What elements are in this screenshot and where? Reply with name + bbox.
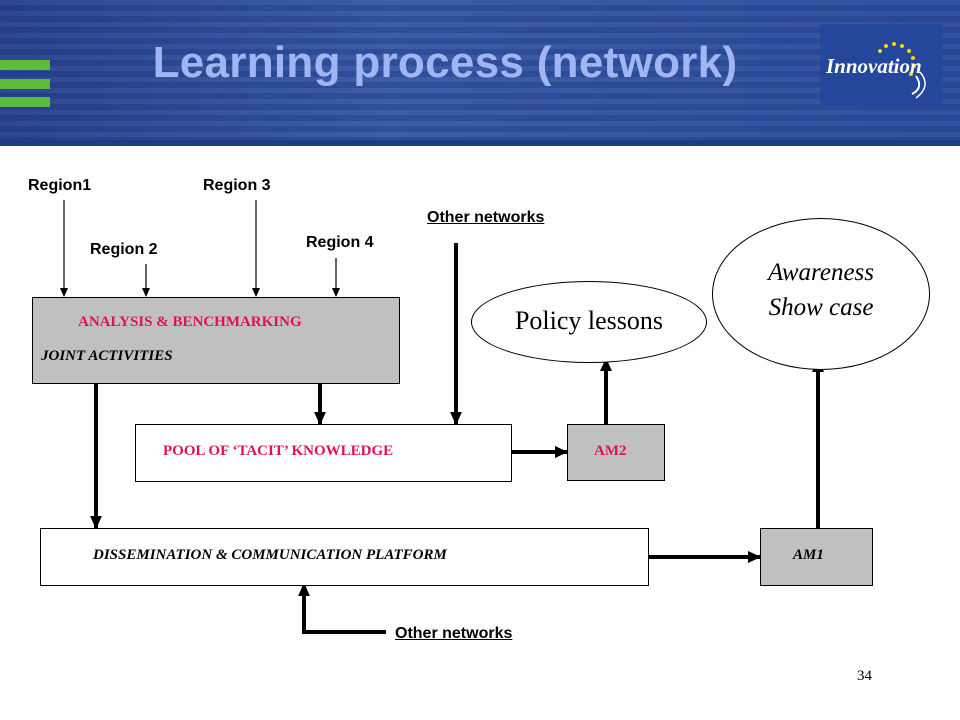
dissemination-text: DISSEMINATION & COMMUNICATION PLATFORM <box>93 547 447 563</box>
logo-stars-icon <box>878 42 926 99</box>
region3-label: Region 3 <box>203 177 271 194</box>
am1-box: AM1 <box>760 528 873 586</box>
logo-text: Innovation <box>826 54 922 78</box>
region2-label: Region 2 <box>90 241 158 258</box>
pool-text: POOL OF ‘TACIT’ KNOWLEDGE <box>163 443 394 459</box>
page-number: 34 <box>857 668 872 684</box>
am2-box: AM2 <box>567 424 665 481</box>
region1-label: Region1 <box>28 177 92 194</box>
green-bar-2 <box>0 79 50 89</box>
dissemination-box: DISSEMINATION & COMMUNICATION PLATFORM <box>40 528 649 586</box>
other-networks-to-dissemination-arrow <box>298 583 386 634</box>
header-base-line <box>0 140 960 146</box>
header-shade <box>0 0 960 146</box>
innovation-logo: Innovation <box>820 24 942 106</box>
awareness-ellipse: Awareness Show case <box>712 218 930 370</box>
region4-label: Region 4 <box>306 234 374 251</box>
green-bar-1 <box>0 60 50 70</box>
am2-text: AM2 <box>594 443 627 459</box>
other-networks-bottom-label: Other networks <box>395 625 513 642</box>
pool-box: POOL OF ‘TACIT’ KNOWLEDGE <box>135 424 512 482</box>
header-banner: Learning process (network) Innovation <box>0 0 960 146</box>
awareness-text: Awareness <box>767 259 875 286</box>
slide-title: Learning process (network) <box>152 38 738 87</box>
analysis-box: ANALYSIS & BENCHMARKING JOINT ACTIVITIES <box>32 297 400 384</box>
joint-activities-text: JOINT ACTIVITIES <box>41 348 173 364</box>
policy-lessons-ellipse: Policy lessons <box>471 281 707 363</box>
other-networks-top-label: Other networks <box>427 209 545 226</box>
am1-text: AM1 <box>793 547 824 563</box>
show-case-text: Show case <box>768 294 874 321</box>
analysis-text: ANALYSIS & BENCHMARKING <box>78 314 302 330</box>
green-bar-3 <box>0 97 50 107</box>
policy-lessons-text: Policy lessons <box>514 306 664 335</box>
